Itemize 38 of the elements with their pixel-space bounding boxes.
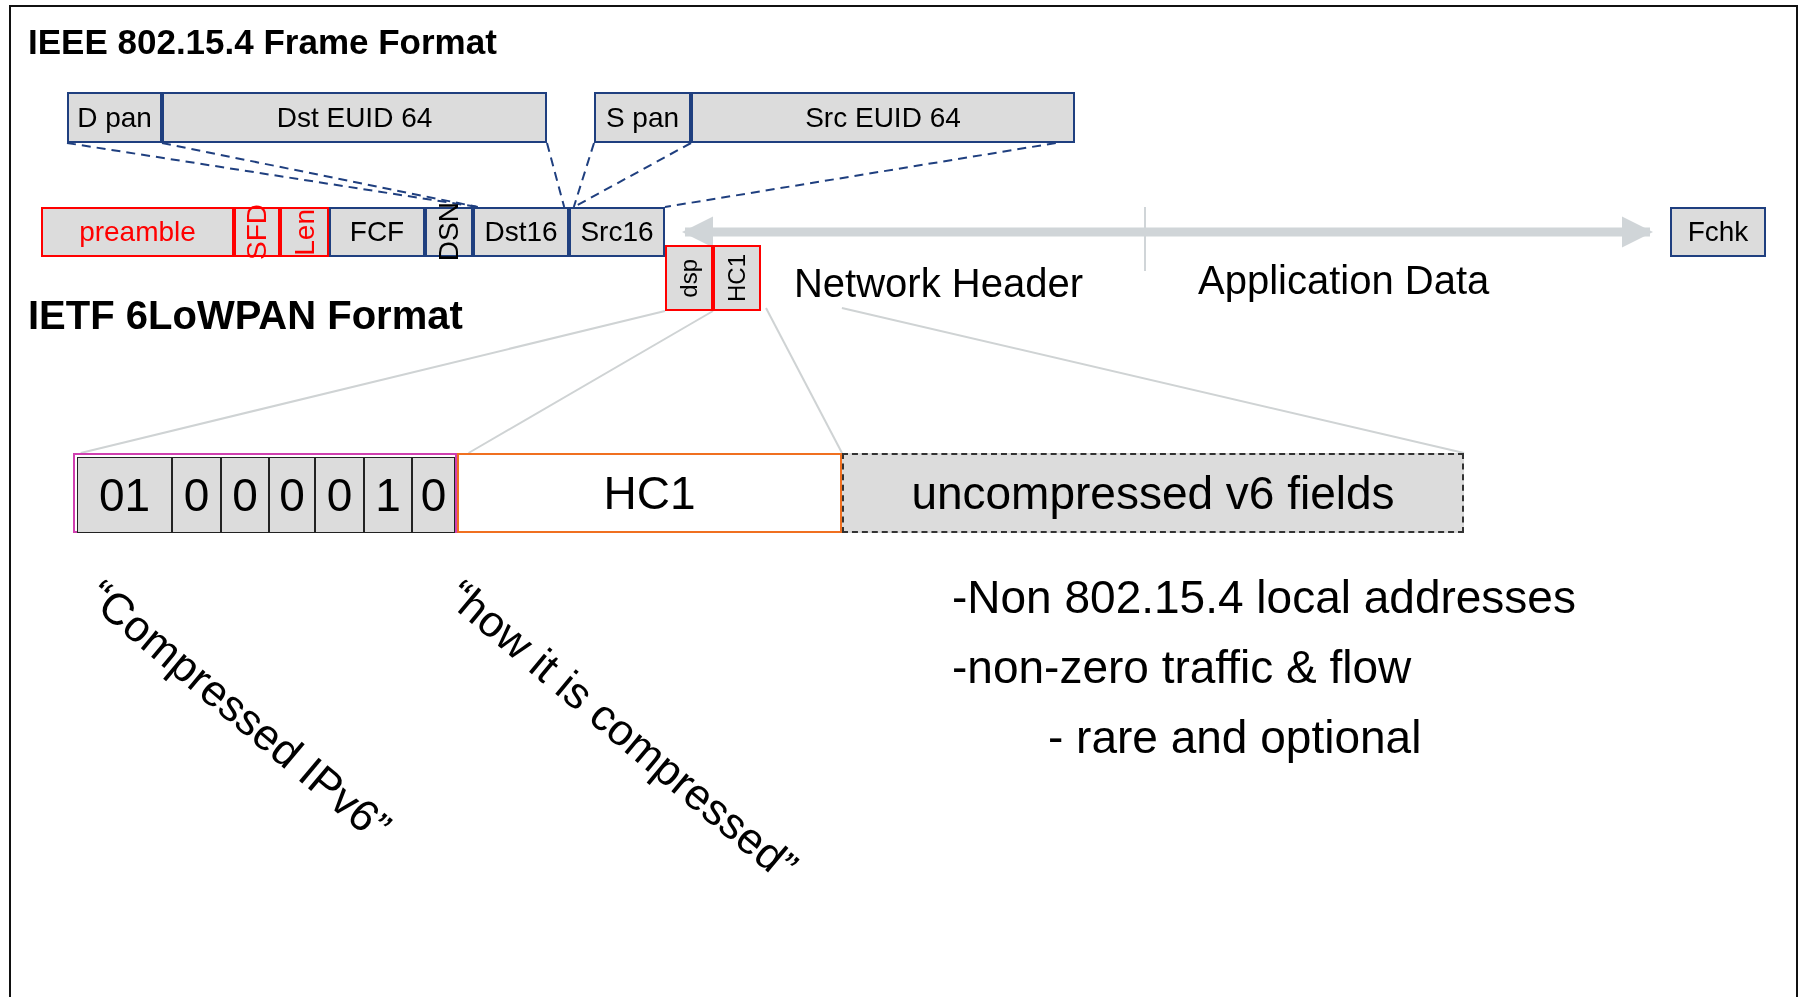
field-box: D pan — [67, 92, 162, 143]
bit-field: 1 — [364, 457, 412, 533]
field-box: Src EUID 64 — [691, 92, 1075, 143]
leader-line — [161, 142, 479, 208]
section-heading: IETF 6LoWPAN Format — [28, 293, 463, 338]
bullet-note: -Non 802.15.4 local addresses — [952, 570, 1576, 624]
double-arrow — [681, 216, 1654, 248]
field-box: HC1 — [713, 245, 761, 311]
field-box: preamble — [41, 207, 234, 257]
field-box: FCF — [329, 207, 425, 257]
bit-field: 0 — [269, 457, 315, 533]
header-field: HC1 — [457, 453, 842, 533]
bullet-note: -non-zero traffic & flow — [952, 640, 1412, 694]
bullet-note: - rare and optional — [1048, 710, 1422, 764]
field-box: Len — [280, 207, 329, 257]
field-box: Dst16 — [473, 207, 569, 257]
bit-field: 0 — [172, 457, 221, 533]
leader-line — [467, 310, 714, 454]
header-field: uncompressed v6 fields — [842, 453, 1464, 533]
section-label: Network Header — [766, 258, 1111, 308]
bit-field: 0 — [412, 457, 455, 533]
title: IEEE 802.15.4 Frame Format — [28, 22, 497, 62]
field-box: dsp — [665, 245, 713, 311]
leader-line — [840, 307, 1465, 454]
leader-line — [546, 142, 566, 208]
field-box: Fchk — [1670, 207, 1766, 257]
leader-line — [765, 307, 843, 454]
bit-field: 0 — [221, 457, 269, 533]
field-box: Src16 — [569, 207, 665, 257]
bit-field: 0 — [315, 457, 364, 533]
field-box: S pan — [594, 92, 691, 143]
field-box: Dst EUID 64 — [162, 92, 547, 143]
bit-field: 01 — [77, 457, 172, 533]
leader-line — [572, 142, 595, 208]
section-label: Application Data — [1198, 258, 1490, 303]
leader-line — [664, 142, 1057, 208]
leader-line — [79, 310, 666, 454]
bit-field-group — [73, 453, 457, 533]
